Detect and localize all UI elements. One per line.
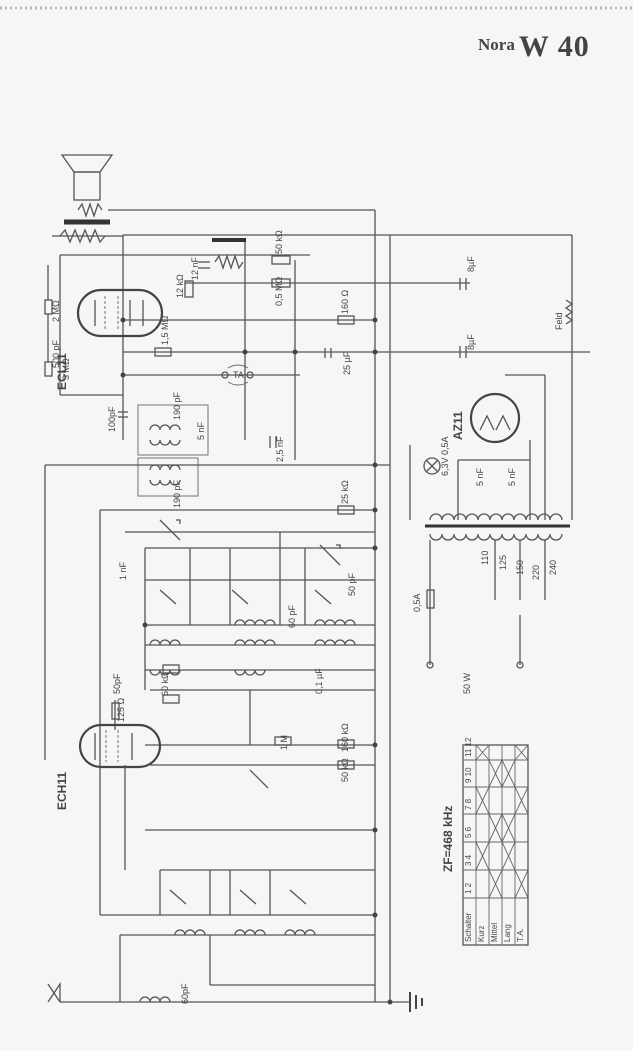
switch-table: Schalter 1 2 3 4 5 6 7 8 9 10 11 12 Kurz… <box>462 737 529 946</box>
switch-table-col-5: 9 10 <box>464 767 473 783</box>
label-5nf-psu: 5 nF <box>475 467 485 486</box>
rf-input-section <box>47 765 423 1012</box>
speaker-icon <box>60 154 114 225</box>
label-12kohm: 12 kΩ <box>175 274 185 298</box>
label-1nf: 1 nF <box>118 561 128 580</box>
switch-row-ta: T.A. <box>516 928 525 942</box>
switch-mark <box>475 744 490 761</box>
az11-rectifier-icon <box>469 392 521 444</box>
switch-mark <box>514 869 529 899</box>
label-25uf: 25 µF <box>342 351 352 375</box>
psu-wiring <box>409 235 574 669</box>
if-transformer-2 <box>137 457 199 497</box>
label-8uf-a: 8µF <box>466 256 476 272</box>
ta-label: TA <box>233 370 244 380</box>
label-190pf-a: 190 pF <box>172 391 182 420</box>
tap-110: 110 <box>480 551 490 565</box>
ecl11-tube-icon <box>76 288 164 338</box>
label-15mohm: 1,5 MΩ <box>160 315 170 345</box>
switch-mark <box>514 744 529 761</box>
switch-table-col-6: 11 12 <box>464 737 473 757</box>
label-160ohm: 160 Ω <box>340 289 350 314</box>
model-name: W 40 <box>518 30 590 63</box>
label-05mohm: 0,5 MΩ <box>274 276 284 306</box>
coupling-capacitors <box>118 261 467 448</box>
switch-mark <box>501 841 516 871</box>
label-3mohm: 3 MΩ <box>61 358 71 380</box>
switch-mark <box>488 813 503 843</box>
title-block: Nora W 40 <box>478 30 590 64</box>
oscillator-section <box>111 519 375 770</box>
pilot-lamp-icon <box>423 457 441 475</box>
switch-row-lang: Lang <box>503 924 512 942</box>
switch-table-col-4: 7 8 <box>464 798 473 810</box>
if-frequency-label: ZF=468 kHz <box>441 806 455 872</box>
tap-240: 240 <box>548 560 558 575</box>
label-500pf: 500 pF <box>51 339 61 368</box>
ecl11-label: ECL11 <box>55 353 69 390</box>
label-190pf-b: 190 pF <box>172 479 182 508</box>
fuse-label: 0,5A <box>412 593 422 612</box>
switch-mark <box>475 841 490 871</box>
label-50pf-b: 50pF <box>112 673 122 694</box>
tap-125: 125 <box>498 555 508 570</box>
label-12nf: 12 nF <box>190 256 200 280</box>
switch-table-col-2: 3 4 <box>464 854 473 866</box>
switch-row-kurz: Kurz <box>477 926 486 942</box>
az11-label: AZ11 <box>451 411 465 440</box>
label-1m: 1 M <box>279 735 289 750</box>
if-transformer-1 <box>137 404 209 456</box>
label-50kohm-b: 50 kΩ <box>340 758 350 782</box>
ech11-label: ECH11 <box>55 772 69 810</box>
mains-transformer-icon <box>425 513 570 541</box>
junction-dots <box>120 317 393 1005</box>
label-25nf: 2,5 nF <box>275 436 285 462</box>
switch-table-col-3: 5 6 <box>464 826 473 838</box>
label-60pf-antenna: 60pF <box>180 983 190 1004</box>
switch-mark <box>501 759 516 788</box>
switch-mark <box>475 786 490 815</box>
switch-table-header-label: Schalter <box>464 912 473 942</box>
label-5nf: 5 nF <box>196 421 206 440</box>
lamp-label: 6,3V 0,5A <box>440 436 450 476</box>
power-label: 50 W <box>462 672 472 694</box>
switch-mark <box>514 786 529 815</box>
label-25kohm: 25 kΩ <box>340 480 350 504</box>
tap-150: 150 <box>515 560 525 575</box>
label-50pf-a: 50 pF <box>347 572 357 596</box>
label-01uf: 0,1 µF <box>314 668 324 694</box>
output-transformer-icon <box>52 228 123 244</box>
switch-mark <box>501 813 516 843</box>
switch-mark <box>488 759 503 788</box>
label-50kohm: 50 kΩ <box>274 230 284 254</box>
ta-jack-icon <box>221 364 254 386</box>
label-100pf: 100pF <box>107 406 117 432</box>
switch-mark <box>488 869 503 899</box>
label-160kohm: 160 kΩ <box>340 723 350 752</box>
label-60kohm: 60 kΩ <box>160 672 170 696</box>
switch-row-mittel: Mittel <box>490 923 499 942</box>
ech11-tube-icon <box>78 723 162 769</box>
label-60pf: 60 pF <box>287 604 297 628</box>
switch-table-col-1: 1 2 <box>464 882 473 894</box>
label-5nf-psu-2: 5 nF <box>507 467 517 486</box>
tap-220: 220 <box>531 565 541 580</box>
field-label: Feld <box>554 312 564 330</box>
label-125ohm: 125 Ω <box>116 697 126 722</box>
label-2mohm: 2 MΩ <box>51 300 61 322</box>
manufacturer-name: Nora <box>478 35 515 54</box>
output-resistors <box>44 238 355 515</box>
label-8uf-b: 8µF <box>466 334 476 350</box>
